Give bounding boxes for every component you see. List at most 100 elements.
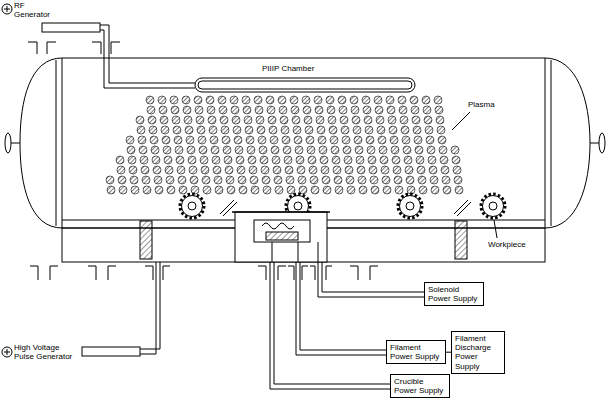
plasma-particle <box>199 146 207 154</box>
workpiece-gear <box>180 194 204 218</box>
power-supply-box: Crucible Power Supply <box>390 374 450 398</box>
plasma-particle <box>386 96 394 104</box>
plasma-particle <box>423 106 431 114</box>
plasma-particle <box>187 146 195 154</box>
plasma-particle <box>392 156 400 164</box>
rf-feed-line <box>100 30 195 88</box>
leader-line <box>452 112 470 130</box>
plasma-particle <box>116 156 124 164</box>
plasma-particle <box>417 166 425 174</box>
plasma-particle <box>235 146 243 154</box>
port-flange <box>310 266 332 280</box>
plasma-particle <box>390 136 398 144</box>
plasma-particle <box>117 166 125 174</box>
plasma-particle <box>452 156 460 164</box>
plasma-particle <box>441 166 449 174</box>
plasma-particle <box>211 146 219 154</box>
plasma-particle <box>227 186 235 194</box>
plasma-particle <box>188 156 196 164</box>
plasma-particle <box>403 146 411 154</box>
plasma-particle <box>340 116 348 124</box>
plasma-particle <box>249 166 257 174</box>
plasma-particle <box>148 116 156 124</box>
plasma-particle <box>291 106 299 114</box>
high-voltage-cable <box>140 262 160 354</box>
plasma-particle <box>319 146 327 154</box>
plasma-particle <box>364 116 372 124</box>
plasma-particle <box>358 176 366 184</box>
plasma-particle <box>398 96 406 104</box>
plasma-particle <box>430 176 438 184</box>
plasma-particle <box>273 166 281 174</box>
holder-rod <box>220 200 237 216</box>
plasma-particle <box>200 156 208 164</box>
plasma-particle <box>428 156 436 164</box>
plasma-particle <box>118 176 126 184</box>
plasma-particle <box>176 156 184 164</box>
plasma-particle <box>342 136 350 144</box>
plasma-particle <box>419 186 427 194</box>
plasma-particle <box>279 106 287 114</box>
plasma-particle <box>382 176 390 184</box>
plasma-particle <box>429 166 437 174</box>
support-post <box>140 221 152 259</box>
plasma-particle <box>353 126 361 134</box>
plasma-particle <box>154 176 162 184</box>
rf-generator-box <box>42 23 100 32</box>
plasma-particle <box>243 106 251 114</box>
port-flange <box>350 266 378 280</box>
plasma-particle <box>316 116 324 124</box>
port-flange <box>28 42 56 54</box>
plasma-particle <box>311 186 319 194</box>
plasma-particle <box>351 106 359 114</box>
plasma-particle <box>207 106 215 114</box>
plasma-particle <box>376 116 384 124</box>
plasma-particle <box>437 126 445 134</box>
plasma-particle <box>427 146 435 154</box>
plasma-particle <box>226 176 234 184</box>
plasma-particle <box>257 126 265 134</box>
plasma-particle <box>327 106 335 114</box>
plasma-particle <box>424 116 432 124</box>
plasma-particle <box>335 186 343 194</box>
plasma-particle <box>130 176 138 184</box>
plasma-particle <box>399 106 407 114</box>
plasma-particle <box>388 116 396 124</box>
plasma-particle <box>298 176 306 184</box>
pulse-generator-box <box>82 347 140 356</box>
plasma-particle <box>234 136 242 144</box>
plasma-particle <box>260 156 268 164</box>
plasma-particle <box>368 156 376 164</box>
plasma-particle <box>224 156 232 164</box>
plasma-particle <box>401 126 409 134</box>
plasma-particle <box>322 176 330 184</box>
plasma-particle <box>440 156 448 164</box>
box-label: Crucible Power Supply <box>394 377 446 395</box>
plasma-particle <box>165 166 173 174</box>
plasma-particle <box>282 136 290 144</box>
plasma-particle <box>357 166 365 174</box>
pulse-source-symbol <box>4 349 10 355</box>
plasma-particle <box>246 136 254 144</box>
plasma-particle <box>170 96 178 104</box>
plasma-particle <box>269 126 277 134</box>
plasma-particle <box>255 106 263 114</box>
rf-source-symbol <box>4 6 10 12</box>
plasma-particle <box>365 126 373 134</box>
plasma-particle <box>250 176 258 184</box>
plasma-particle <box>254 96 262 104</box>
plasma-particle <box>212 156 220 164</box>
gear-body <box>400 196 421 217</box>
plasma-particle <box>245 126 253 134</box>
plasma-particle <box>195 106 203 114</box>
plasma-particle <box>302 96 310 104</box>
plasma-particle <box>395 186 403 194</box>
plasma-particle <box>284 156 292 164</box>
plasma-particle <box>320 156 328 164</box>
plasma-particle <box>304 116 312 124</box>
plasma-particle <box>258 136 266 144</box>
port-flange <box>258 266 286 280</box>
plasma-particle <box>379 146 387 154</box>
chamber-wall <box>56 58 551 228</box>
